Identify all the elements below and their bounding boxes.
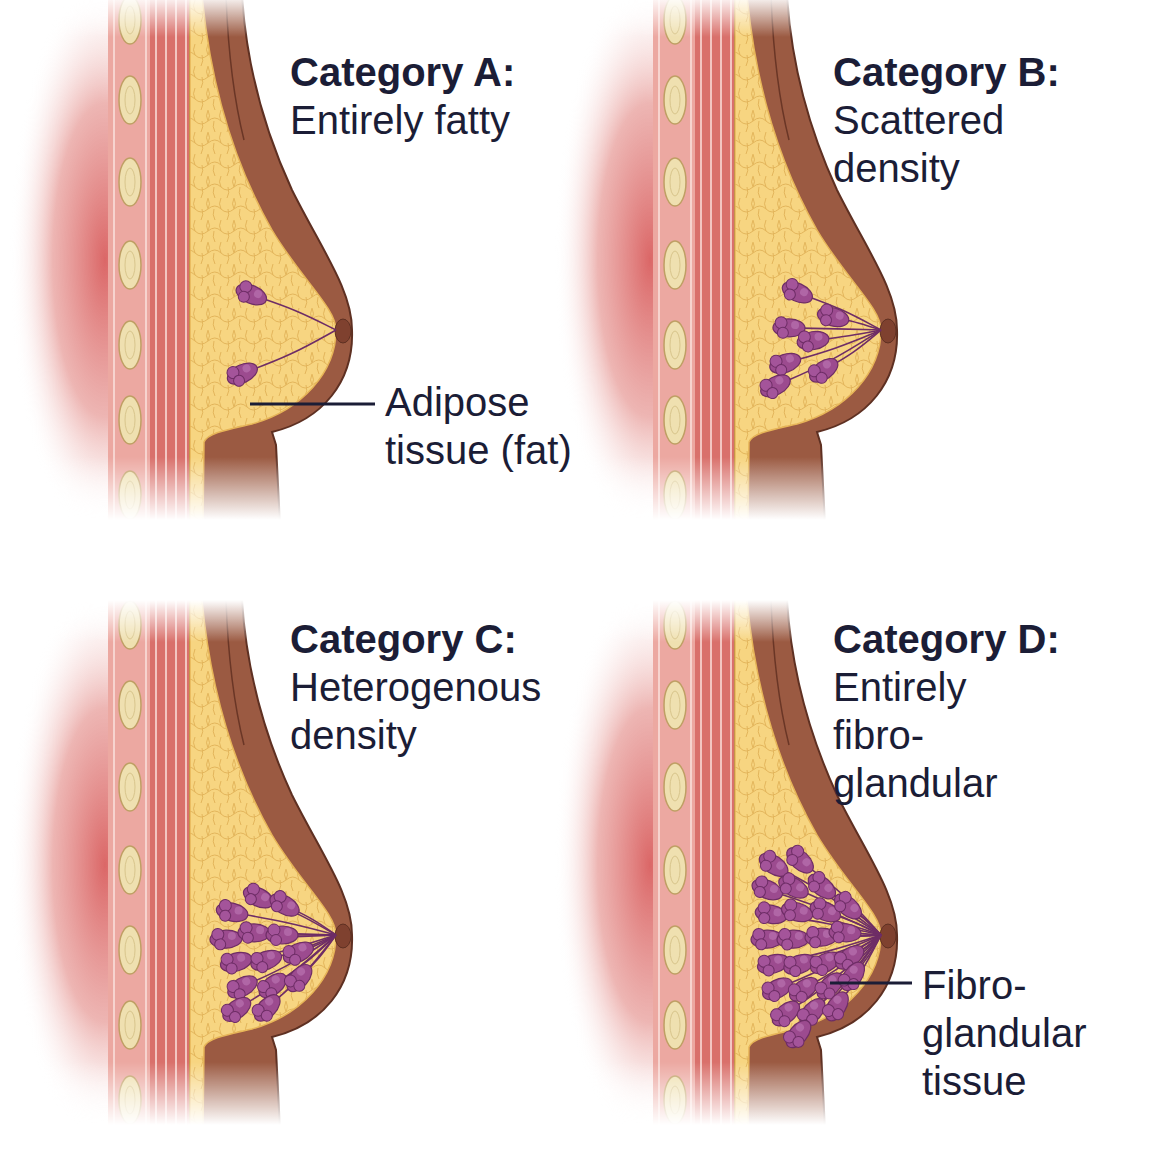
milk-duct	[240, 935, 336, 1007]
lobule	[223, 357, 261, 390]
milk-duct	[270, 935, 336, 1005]
lobule	[217, 991, 256, 1027]
category-heading: Category B:	[833, 48, 1060, 96]
lobule	[778, 276, 816, 309]
lobule-group	[749, 841, 881, 1053]
lobule	[281, 959, 318, 997]
leader-line	[250, 403, 375, 406]
category-heading: Category D:	[833, 615, 1060, 663]
lobule	[210, 928, 243, 951]
lobule	[232, 278, 270, 310]
tissue-label: Adipose tissue (fat)	[385, 378, 610, 474]
lobule	[829, 888, 867, 925]
lobule-group	[756, 276, 881, 403]
milk-duct	[246, 330, 336, 372]
lobule	[835, 957, 871, 996]
lobule	[279, 936, 317, 969]
milk-duct	[793, 328, 881, 330]
lobule	[247, 945, 284, 976]
category-heading: Category A:	[290, 48, 515, 96]
milk-duct	[803, 863, 881, 935]
lobule	[774, 870, 812, 904]
milk-duct	[777, 867, 881, 935]
leader-line	[830, 982, 912, 985]
lobule	[238, 921, 271, 943]
lobule	[796, 327, 831, 353]
lobule	[779, 897, 816, 926]
milk-duct	[801, 294, 881, 330]
lobule	[828, 921, 861, 944]
category-description: Entirely fibro-glandular	[833, 663, 1043, 807]
lobule	[819, 987, 854, 1026]
lobule	[218, 947, 255, 976]
lobule	[815, 302, 852, 331]
lobule	[776, 927, 809, 950]
milk-duct	[255, 296, 336, 330]
category-description: Entirely fatty	[290, 96, 610, 144]
category-heading: Category C:	[290, 615, 517, 663]
lobule-group	[210, 880, 336, 1027]
lobule	[266, 924, 298, 946]
lobule	[766, 348, 803, 379]
category-description: Scattered density	[833, 96, 1073, 192]
lobule-group	[223, 278, 336, 390]
lobule	[248, 989, 286, 1027]
category-description: Heterogenous density	[290, 663, 620, 759]
milk-duct	[262, 899, 336, 935]
lobule	[756, 369, 794, 403]
lobule	[265, 887, 303, 922]
lobule	[804, 352, 843, 388]
lobule	[780, 1015, 817, 1053]
tissue-label: Fibro-glandular tissue	[922, 961, 1132, 1105]
